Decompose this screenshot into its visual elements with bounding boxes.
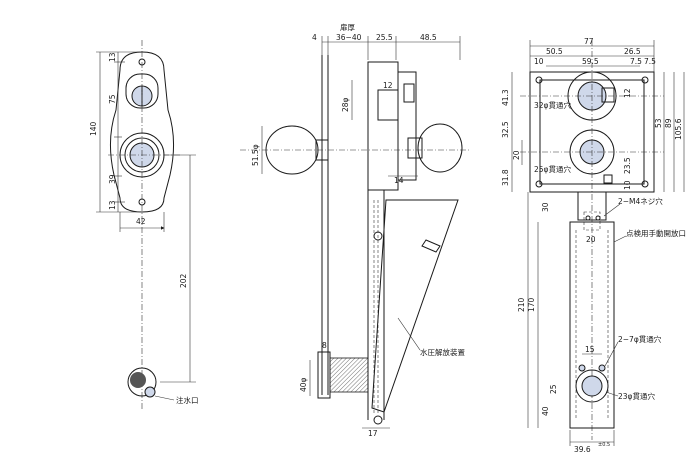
dim-170: 170 (527, 297, 536, 312)
dim-75: 75 (108, 94, 117, 104)
back-view: 77 50.5 26.5 10 59.5 7.5 7.5 32φ貫通穴 25φ貫… (501, 37, 686, 454)
water-inlet-outer (127, 367, 157, 397)
case-screw-tl-icon (535, 76, 543, 84)
label-hydraulic-release: 水圧解放装置 (420, 347, 465, 357)
dim-39: 39 (108, 174, 117, 184)
dim-13-bot: 13 (108, 200, 117, 210)
dim-32-5: 32.5 (501, 121, 510, 138)
label-hole7: 2−7φ貫通穴 (618, 334, 662, 344)
neck-block (577, 191, 607, 221)
dim-side-17: 17 (368, 429, 378, 438)
dim-42: 42 (136, 217, 146, 226)
lever-tab (421, 239, 441, 253)
dim-48-5: 48.5 (420, 33, 437, 42)
label-m4: 2−M4ネジ穴 (618, 196, 663, 206)
case-screw-tr-icon (641, 76, 649, 84)
latch-square (601, 87, 615, 103)
hydraulic-device-body (329, 357, 369, 393)
dim-7-5-a: 7.5 (630, 57, 642, 66)
dim-back-10: 10 (623, 180, 632, 190)
front-view: 140 13 75 39 13 42 202 注水口 (89, 40, 199, 410)
release-lever (371, 199, 459, 413)
dim-51-5phi: 51.5φ (251, 144, 260, 166)
dim-back-30: 30 (541, 202, 550, 212)
label-door-thickness: 扉厚 (340, 22, 355, 32)
dim-10: 10 (534, 57, 544, 66)
dim-202: 202 (179, 273, 188, 288)
dim-26-5: 26.5 (624, 47, 641, 56)
dim-13-top: 13 (108, 52, 117, 62)
dim-23-5: 23.5 (623, 157, 632, 174)
channel-bottom-screw-icon (373, 415, 383, 425)
side-view: 扉厚 4 36−40 25.5 48.5 12 28φ 51.5φ 14 (240, 22, 470, 438)
dim-89: 89 (664, 118, 673, 128)
dim-36-40: 36−40 (336, 33, 362, 42)
dim-50-5: 50.5 (546, 47, 563, 56)
dim-side-8: 8 (322, 341, 327, 350)
label-manual-release: 点検用手動開放口 (626, 228, 686, 238)
case-screw-bl-icon (535, 180, 543, 188)
dim-back-40: 40 (541, 406, 550, 416)
release-channel-body (569, 221, 615, 429)
dim-back-20: 20 (512, 150, 521, 160)
dim-side-12: 12 (383, 81, 393, 90)
label-water-inlet: 注水口 (176, 395, 199, 405)
hole23-icon (581, 375, 603, 397)
knob-right-neck (407, 137, 423, 159)
dim-77: 77 (584, 37, 594, 46)
dim-back-25: 25 (549, 384, 558, 394)
small-screw-square (603, 174, 613, 184)
knob-right (417, 123, 463, 173)
dim-140: 140 (89, 121, 98, 136)
dim-41-3: 41.3 (501, 89, 510, 106)
hydraulic-device-flange (317, 351, 331, 399)
dim-59-5: 59.5 (582, 57, 599, 66)
dim-105-6: 105.6 (674, 118, 683, 140)
dim-back-12: 12 (623, 88, 632, 98)
water-inlet-icon (130, 372, 146, 388)
hole23-outer (575, 369, 609, 403)
dim-40phi: 40φ (299, 377, 308, 392)
dim-39-6: 39.6 (574, 445, 591, 454)
label-hole23: 23φ貫通穴 (618, 391, 655, 401)
dim-back-15: 15 (585, 345, 595, 354)
channel-screw-icon (373, 231, 383, 241)
dim-28phi: 28φ (341, 97, 350, 112)
dim-side-14: 14 (394, 176, 404, 185)
latch-bolt (403, 83, 415, 103)
hole7-right-icon (598, 364, 606, 372)
hole7-left-icon (578, 364, 586, 372)
label-hole25: 25φ貫通穴 (534, 164, 571, 174)
dim-back-20b: 20 (586, 235, 596, 244)
tolerance: ±0.5 (598, 442, 610, 448)
latch-housing (377, 89, 399, 121)
dim-210: 210 (517, 297, 526, 312)
label-hole32: 32φ貫通穴 (534, 100, 571, 110)
dim-7-5-b: 7.5 (644, 57, 656, 66)
dim-25-5: 25.5 (376, 33, 393, 42)
dim-side-4: 4 (312, 33, 317, 42)
case-screw-br-icon (641, 180, 649, 188)
dim-53: 53 (654, 118, 663, 128)
m4-tap-hidden (583, 211, 601, 231)
lock-case (397, 71, 417, 181)
water-inlet-plug (144, 386, 156, 398)
dim-31-8: 31.8 (501, 169, 510, 186)
